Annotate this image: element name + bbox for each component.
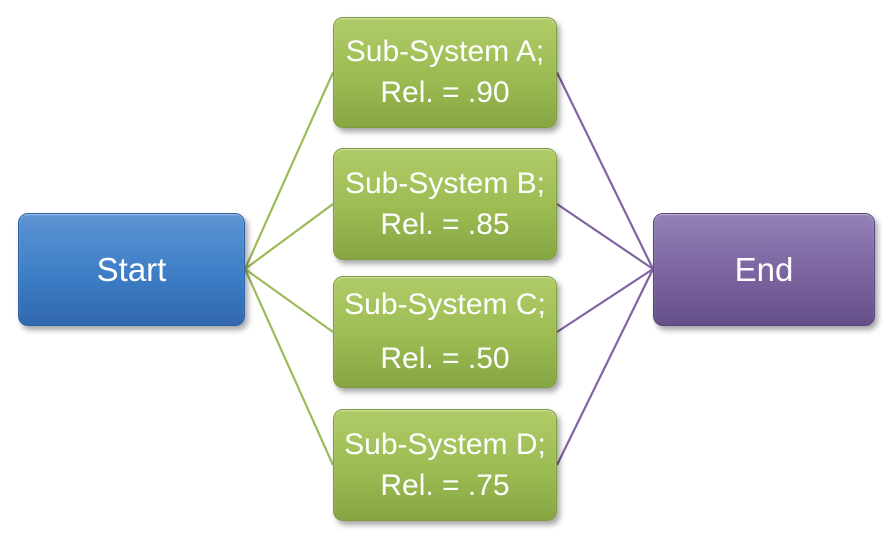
connector-sub-d-to-end: [556, 268, 654, 466]
end-node: End: [653, 213, 875, 326]
subsystem-node-c: Sub-System C; Rel. = .50: [333, 276, 557, 388]
connector-sub-a-to-end: [556, 72, 654, 270]
start-node: Start: [18, 213, 245, 326]
subsystem-node-a: Sub-System A; Rel. = .90: [333, 17, 557, 128]
connector-start-to-sub-a: [243, 72, 335, 270]
subsystem-d-title: Sub-System D;: [344, 427, 546, 461]
start-label: Start: [96, 250, 167, 288]
connector-start-to-sub-d: [243, 268, 335, 466]
connector-start-to-sub-b: [244, 203, 334, 270]
connector-sub-b-to-end: [556, 203, 654, 270]
connector-start-to-sub-c: [244, 268, 334, 333]
subsystem-a-title: Sub-System A;: [345, 35, 545, 68]
subsystem-node-d: Sub-System D; Rel. = .75: [333, 409, 557, 521]
subsystem-b-title: Sub-System B;: [344, 166, 546, 200]
subsystem-d-reliability: Rel. = .75: [380, 468, 510, 502]
subsystem-a-reliability: Rel. = .90: [380, 76, 510, 109]
end-label: End: [734, 250, 794, 288]
subsystem-c-reliability: Rel. = .50: [380, 342, 510, 375]
subsystem-c-title: Sub-System C;: [344, 288, 546, 321]
subsystem-b-reliability: Rel. = .85: [380, 207, 510, 241]
subsystem-node-b: Sub-System B; Rel. = .85: [333, 148, 557, 260]
connector-sub-c-to-end: [556, 268, 654, 333]
